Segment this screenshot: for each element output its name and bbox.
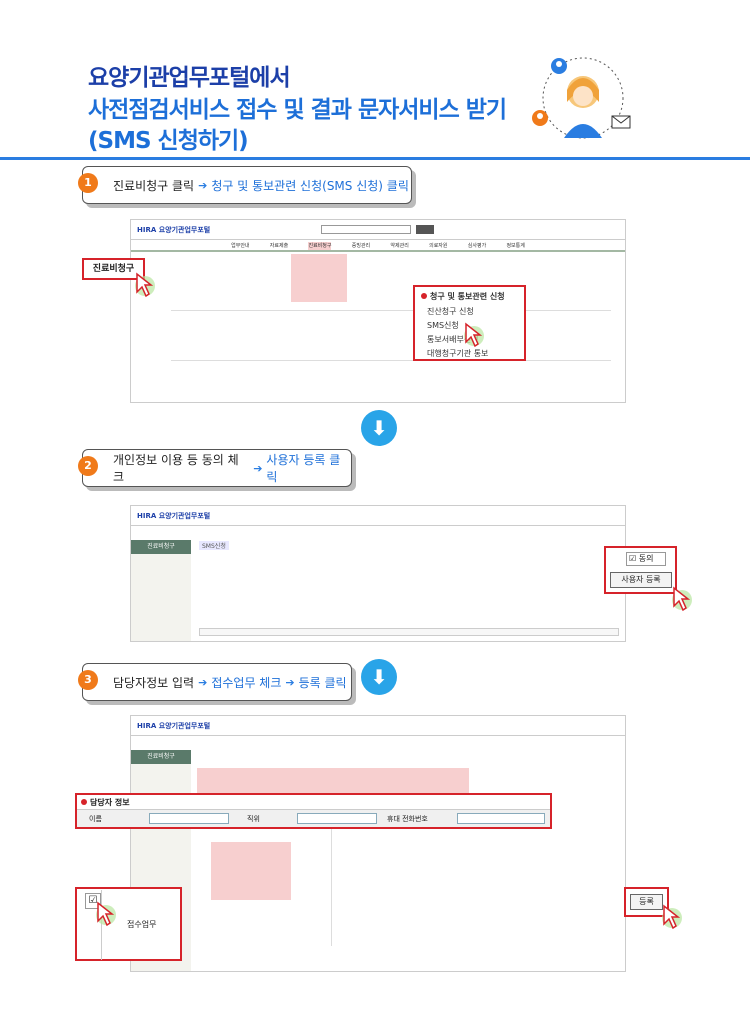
- bullet-icon: [81, 799, 87, 805]
- step2-text: 개인정보 이용 등 동의 체크: [113, 453, 239, 484]
- field-label-name: 이름: [89, 815, 102, 823]
- submenu-item[interactable]: 대행청구기관 통보: [427, 349, 489, 358]
- arrow-down-icon: ⬇: [361, 659, 397, 695]
- step2-instruction: 개인정보 이용 등 동의 체크 ➔ 사용자 등록 클릭: [82, 449, 352, 487]
- page-title-line2: 사전점검서비스 접수 및 결과 문자서비스 받기: [88, 97, 507, 123]
- position-input[interactable]: [297, 813, 377, 824]
- screenshot-step1: HIRA 요양기관업무포털 업무안내 자료제출 진료비청구 증빙관리 약제관리 …: [130, 219, 626, 403]
- phone-input[interactable]: [457, 813, 545, 824]
- page-tab[interactable]: SMS신청: [199, 541, 229, 550]
- site-logo: HIRA 요양기관업무포털: [137, 722, 211, 730]
- nav-item[interactable]: 심사평가: [467, 243, 487, 249]
- nav-item[interactable]: 약제관리: [390, 243, 409, 249]
- nav-item[interactable]: 정보통계: [506, 243, 525, 249]
- callout-title: 청구 및 통보관련 신청: [421, 291, 505, 302]
- manager-info-title: 담당자 정보: [81, 797, 130, 808]
- screenshot-step3: HIRA 요양기관업무포털 진료비청구: [130, 715, 626, 972]
- step3-text: 담당자정보 입력: [113, 675, 195, 690]
- nav-item[interactable]: 자료제출: [269, 243, 289, 249]
- task-list-highlight: [211, 842, 291, 900]
- step1-text: 진료비청구 클릭: [113, 178, 195, 193]
- register-button[interactable]: 등록: [630, 894, 663, 910]
- task-label: 접수업무: [127, 920, 157, 929]
- cursor-icon: [464, 322, 484, 348]
- step2-highlight: 사용자 등록 클릭: [266, 453, 341, 484]
- manager-info-callout: 담당자 정보 이름 직위 휴대 전화번호: [75, 793, 552, 829]
- task-table: [331, 826, 611, 946]
- cursor-icon: [96, 901, 116, 927]
- page-title-line1: 요양기관업무포털에서: [88, 65, 291, 91]
- bullet-icon: [421, 293, 427, 299]
- support-agent-illustration: [532, 57, 631, 139]
- billing-menu-label[interactable]: 진료비청구: [82, 258, 145, 280]
- site-header: HIRA 요양기관업무포털: [131, 716, 625, 736]
- register-callout: 등록: [624, 887, 669, 917]
- site-header: HIRA 요양기관업무포털: [131, 506, 625, 526]
- arrow-right-icon: ➔: [198, 178, 208, 192]
- table-header: [199, 628, 619, 636]
- page-title-line3: (SMS 신청하기): [88, 128, 249, 154]
- cursor-icon: [135, 272, 155, 298]
- step-number: 2: [78, 456, 98, 476]
- submenu-highlight: [291, 254, 347, 302]
- submenu-item-sms[interactable]: SMS신청: [427, 321, 459, 330]
- site-logo: HIRA 요양기관업무포털: [137, 512, 211, 520]
- sidebar-title: 진료비청구: [131, 540, 191, 554]
- cursor-icon: [662, 904, 682, 930]
- site-logo: HIRA 요양기관업무포털: [137, 226, 211, 234]
- site-header: HIRA 요양기관업무포털: [131, 220, 625, 240]
- nav-item[interactable]: 의료자원: [429, 243, 448, 249]
- arrow-right-icon: ➔: [198, 675, 208, 689]
- nav-item-billing[interactable]: 진료비청구: [308, 242, 332, 250]
- agree-checkbox[interactable]: ☑ 동의: [626, 552, 666, 566]
- nav-item[interactable]: 증빙관리: [351, 243, 371, 249]
- cursor-icon: [672, 586, 692, 612]
- step-number: 3: [78, 670, 98, 690]
- sidebar-title: 진료비청구: [131, 750, 191, 764]
- arrow-down-icon: ⬇: [361, 410, 397, 446]
- task-check-callout: ☑ 접수업무: [75, 887, 182, 961]
- user-register-button[interactable]: 사용자 등록: [610, 572, 672, 588]
- site-search-input[interactable]: [321, 225, 411, 234]
- manager-info-highlight: [197, 768, 469, 796]
- step3-highlight2: 등록 클릭: [298, 675, 347, 690]
- field-label-phone: 휴대 전화번호: [387, 815, 428, 823]
- main-nav: 업무안내 자료제출 진료비청구 증빙관리 약제관리 의료자원 심사평가 정보통계: [131, 242, 625, 252]
- name-input[interactable]: [149, 813, 229, 824]
- step1-highlight: 청구 및 통보관련 신청(SMS 신청) 클릭: [211, 178, 409, 193]
- column-divider: [101, 890, 102, 960]
- arrow-right-icon: ➔: [253, 461, 263, 475]
- submenu-item[interactable]: 통보서배부신청: [427, 335, 479, 344]
- nav-item[interactable]: 업무안내: [231, 243, 250, 249]
- step1-instruction: 진료비청구 클릭 ➔ 청구 및 통보관련 신청(SMS 신청) 클릭: [82, 166, 412, 204]
- menu-separator: [171, 360, 611, 361]
- billing-submenu-callout: 청구 및 통보관련 신청 진산청구 신청 SMS신청 통보서배부신청 대행청구기…: [413, 285, 526, 361]
- arrow-right-icon: ➔: [285, 675, 295, 689]
- sidebar: 진료비청구: [131, 540, 191, 641]
- header-divider: [0, 157, 750, 160]
- screenshot-step2: HIRA 요양기관업무포털 진료비청구 SMS신청: [130, 505, 626, 642]
- step3-highlight1: 접수업무 체크: [211, 675, 282, 690]
- field-label-position: 직위: [247, 815, 260, 823]
- manager-info-row: 이름 직위 휴대 전화번호: [77, 809, 550, 827]
- site-search-button[interactable]: [416, 225, 434, 234]
- step3-instruction: 담당자정보 입력 ➔ 접수업무 체크 ➔ 등록 클릭: [82, 663, 352, 701]
- menu-separator: [171, 310, 611, 311]
- submenu-item[interactable]: 진산청구 신청: [427, 307, 474, 316]
- agree-register-callout: ☑ 동의 사용자 등록: [604, 546, 677, 594]
- step-number: 1: [78, 173, 98, 193]
- reception-task-checkbox[interactable]: ☑: [85, 893, 101, 909]
